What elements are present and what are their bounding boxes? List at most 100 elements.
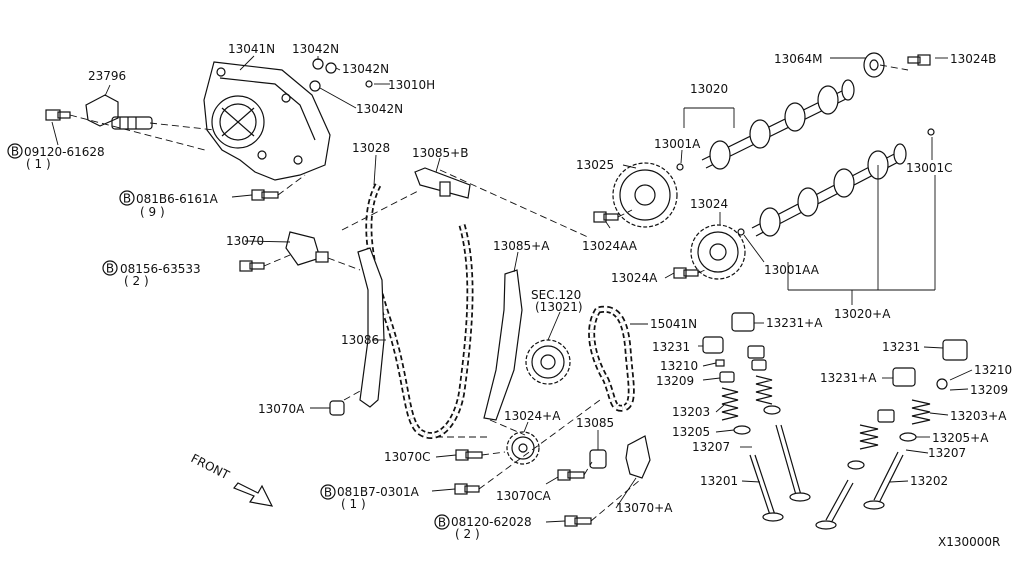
label-13203A: 13203+A bbox=[950, 409, 1007, 423]
chain-guide-13085B bbox=[414, 167, 471, 199]
label-reference-code: X130000R bbox=[938, 535, 1000, 549]
label-front: FRONT bbox=[189, 451, 232, 482]
label-13207-left: 13207 bbox=[692, 440, 730, 454]
front-arrow-icon bbox=[233, 482, 274, 507]
label-13042N-a: 13042N bbox=[292, 42, 339, 56]
label-bolt-08120-qty: ( 2 ) bbox=[455, 527, 480, 541]
label-13070CA: 13070CA bbox=[496, 489, 552, 503]
valve-train-right bbox=[815, 339, 968, 530]
dowel-13001A bbox=[676, 163, 684, 171]
label-13085B: 13085+B bbox=[412, 146, 468, 160]
label-13207-right: 13207 bbox=[928, 446, 966, 460]
label-bolt-081B7-qty: ( 1 ) bbox=[341, 497, 366, 511]
label-13231-right: 13231 bbox=[882, 340, 920, 354]
label-13024: 13024 bbox=[690, 197, 728, 211]
bolt-08156 bbox=[239, 260, 265, 272]
bolt-081B6 bbox=[251, 189, 279, 201]
label-bolt-08156-qty: ( 2 ) bbox=[124, 274, 149, 288]
assembly-lines bbox=[69, 64, 909, 522]
label-bolt-08156: 08156-63533 bbox=[120, 262, 201, 276]
label-13231-left: 13231 bbox=[652, 340, 690, 354]
crank-sprocket-sec120 bbox=[525, 339, 571, 385]
pivot-13070A bbox=[329, 400, 345, 416]
bolt-marker-letter: B bbox=[106, 262, 114, 276]
bolt-09120 bbox=[45, 109, 71, 121]
bolt-marker-letter: B bbox=[123, 192, 131, 206]
timing-chain-secondary bbox=[588, 305, 635, 412]
label-13001C: 13001C bbox=[906, 161, 953, 175]
bolt-marker-icon-09120: B bbox=[7, 143, 23, 159]
vtc-sprocket-13025 bbox=[612, 162, 678, 228]
bolt-081B7 bbox=[454, 483, 480, 495]
label-13070: 13070 bbox=[226, 234, 264, 248]
label-bolt-09120: 09120-61628 bbox=[24, 145, 105, 159]
label-13209-right: 13209 bbox=[970, 383, 1008, 397]
sprocket-13024A-lower bbox=[506, 431, 540, 465]
exhaust-camshaft-13020A bbox=[751, 143, 907, 237]
label-13210-right: 13210 bbox=[974, 363, 1012, 377]
label-sec120: SEC.120 bbox=[531, 288, 581, 302]
bolt-13070C bbox=[455, 449, 483, 461]
label-13024B: 13024B bbox=[950, 52, 996, 66]
bolt-marker-icon-081B6: B bbox=[119, 190, 135, 206]
dowel-13001C bbox=[927, 128, 935, 136]
bolt-13024AA bbox=[593, 211, 619, 223]
dowel-13001AA bbox=[737, 228, 745, 236]
intake-camshaft-13020 bbox=[701, 79, 855, 170]
label-13070C: 13070C bbox=[384, 450, 431, 464]
tensioner-13070A-plus bbox=[625, 435, 651, 479]
bolt-marker-icon-08156: B bbox=[102, 260, 118, 276]
label-13025: 13025 bbox=[576, 158, 614, 172]
label-13086: 13086 bbox=[341, 333, 379, 347]
label-13202: 13202 bbox=[910, 474, 948, 488]
leader-lines bbox=[51, 55, 973, 523]
label-bolt-081B6: 081B6-6161A bbox=[136, 192, 219, 206]
label-13042N-c: 13042N bbox=[356, 102, 403, 116]
tension-guide-13085A bbox=[483, 269, 523, 421]
label-13020A: 13020+A bbox=[834, 307, 891, 321]
label-13201: 13201 bbox=[700, 474, 738, 488]
label-13028: 13028 bbox=[352, 141, 390, 155]
exhaust-sprocket-13024 bbox=[690, 224, 746, 280]
label-13209-left: 13209 bbox=[656, 374, 694, 388]
label-13010H: 13010H bbox=[388, 78, 435, 92]
label-13001AA: 13001AA bbox=[764, 263, 820, 277]
label-13203: 13203 bbox=[672, 405, 710, 419]
bolt-marker-letter: B bbox=[438, 516, 446, 530]
label-13042N-b: 13042N bbox=[342, 62, 389, 76]
label-13085A: 13085+A bbox=[493, 239, 550, 253]
guide-13085 bbox=[589, 449, 607, 469]
label-13024AA: 13024AA bbox=[582, 239, 638, 253]
front-cover-13041N bbox=[203, 61, 331, 181]
label-13210-left: 13210 bbox=[660, 359, 698, 373]
label-13024A: 13024A bbox=[611, 271, 658, 285]
label-13205: 13205 bbox=[672, 425, 710, 439]
label-bolt-081B6-qty: ( 9 ) bbox=[140, 205, 165, 219]
label-13020: 13020 bbox=[690, 82, 728, 96]
label-13024A-lower: 13024+A bbox=[504, 409, 561, 423]
bolt-08120 bbox=[564, 515, 592, 527]
slack-guide-13086 bbox=[357, 247, 385, 408]
valve-train-left bbox=[702, 312, 784, 522]
label-13205A: 13205+A bbox=[932, 431, 989, 445]
label-bolt-09120-qty: ( 1 ) bbox=[26, 157, 51, 171]
label-13001A: 13001A bbox=[654, 137, 701, 151]
label-23796: 23796 bbox=[88, 69, 126, 83]
bolt-13024A bbox=[673, 267, 699, 279]
part-labels: 13041N 13042N 13042N 13042N 13010H 23796… bbox=[24, 42, 1012, 549]
label-13231A-right: 13231+A bbox=[820, 371, 877, 385]
label-13041N: 13041N bbox=[228, 42, 275, 56]
sensor-23796 bbox=[85, 94, 153, 130]
timing-chain-primary bbox=[365, 183, 474, 439]
label-bolt-08120: 08120-62028 bbox=[451, 515, 532, 529]
tensioner-13070 bbox=[285, 231, 329, 266]
bolt-13070CA bbox=[557, 469, 585, 481]
valve-train-center bbox=[747, 345, 811, 502]
label-13070A-plus: 13070+A bbox=[616, 501, 673, 515]
bolt-13024B bbox=[907, 54, 931, 66]
label-13231A-top: 13231+A bbox=[766, 316, 823, 330]
bolt-marker-letter: B bbox=[11, 145, 19, 159]
label-15041N: 15041N bbox=[650, 317, 697, 331]
